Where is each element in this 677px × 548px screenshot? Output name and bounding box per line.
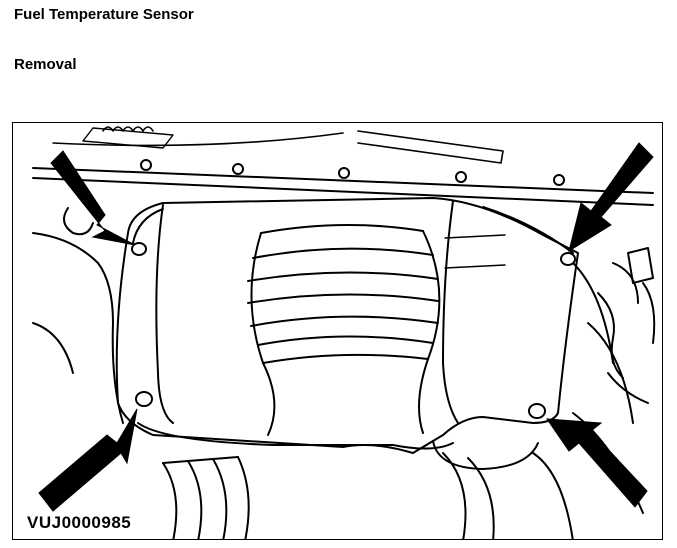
bolt-hole-top-right <box>560 252 576 266</box>
bolt-hole-bottom-right <box>528 403 546 419</box>
engine-cover-drawing <box>32 126 656 539</box>
section-heading: Removal <box>14 56 77 73</box>
arrow-icon <box>545 418 648 508</box>
arrow-icon <box>568 142 654 253</box>
bolt-hole-top-left <box>131 242 147 256</box>
arrow-icon <box>50 150 136 246</box>
page-title: Fuel Temperature Sensor <box>14 6 194 23</box>
bolt-hole-bottom-left <box>135 391 153 407</box>
arrow-icon <box>38 408 138 512</box>
figure-reference-code: VUJ0000985 <box>25 513 134 533</box>
engine-cover-illustration: VUJ0000985 <box>12 122 663 540</box>
engine-cover-outline <box>115 197 579 454</box>
top-rail <box>32 167 654 194</box>
